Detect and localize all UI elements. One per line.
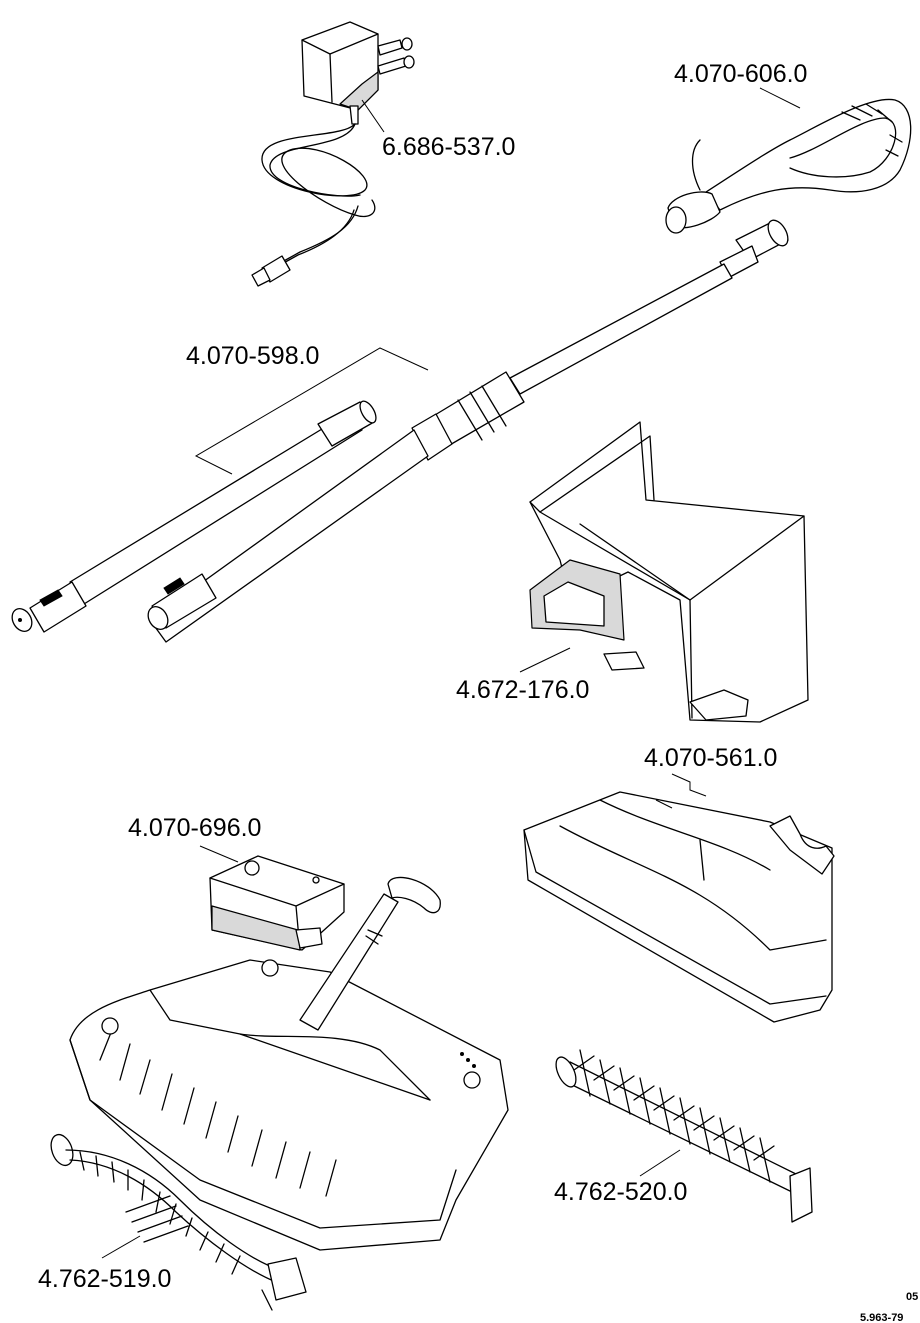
battery-leader-line [199, 845, 239, 863]
dust-container-drawing [523, 791, 835, 1023]
charger-part-number: 6.686-537.0 [382, 133, 515, 161]
handle-drawing [665, 98, 912, 234]
telescopic-tube-drawing [149, 219, 789, 643]
roller-part-number: 4.762-520.0 [554, 1178, 687, 1206]
brush-roller-drawing [555, 1049, 813, 1223]
footer-document-number: 5.963-79 [860, 1312, 903, 1323]
footer-date-code: 05 [906, 1291, 918, 1303]
charger-leader-line [361, 99, 385, 133]
bracket-part-number: 4.672-176.0 [456, 676, 589, 704]
container-part-number: 4.070-561.0 [644, 744, 777, 772]
container-leader-line [655, 773, 707, 809]
battery-part-number: 4.070-696.0 [128, 814, 261, 842]
sweeper-body-drawing [69, 876, 509, 1251]
spiral-brush-part-number: 4.762-519.0 [38, 1265, 171, 1293]
handle-leader-line [759, 87, 801, 109]
wall-bracket-drawing [529, 421, 809, 723]
extension-tubes-drawing [11, 400, 377, 633]
tubes-part-number: 4.070-598.0 [186, 342, 319, 370]
battery-pack-drawing [209, 855, 345, 951]
power-adapter-drawing [251, 21, 415, 287]
spiral-brush-drawing [50, 1133, 307, 1311]
spiral-brush-leader-line [101, 1235, 141, 1259]
bracket-leader-line [519, 647, 571, 673]
roller-leader-line [639, 1149, 681, 1177]
tubes-bracket-line [194, 347, 429, 475]
handle-part-number: 4.070-606.0 [674, 60, 807, 88]
